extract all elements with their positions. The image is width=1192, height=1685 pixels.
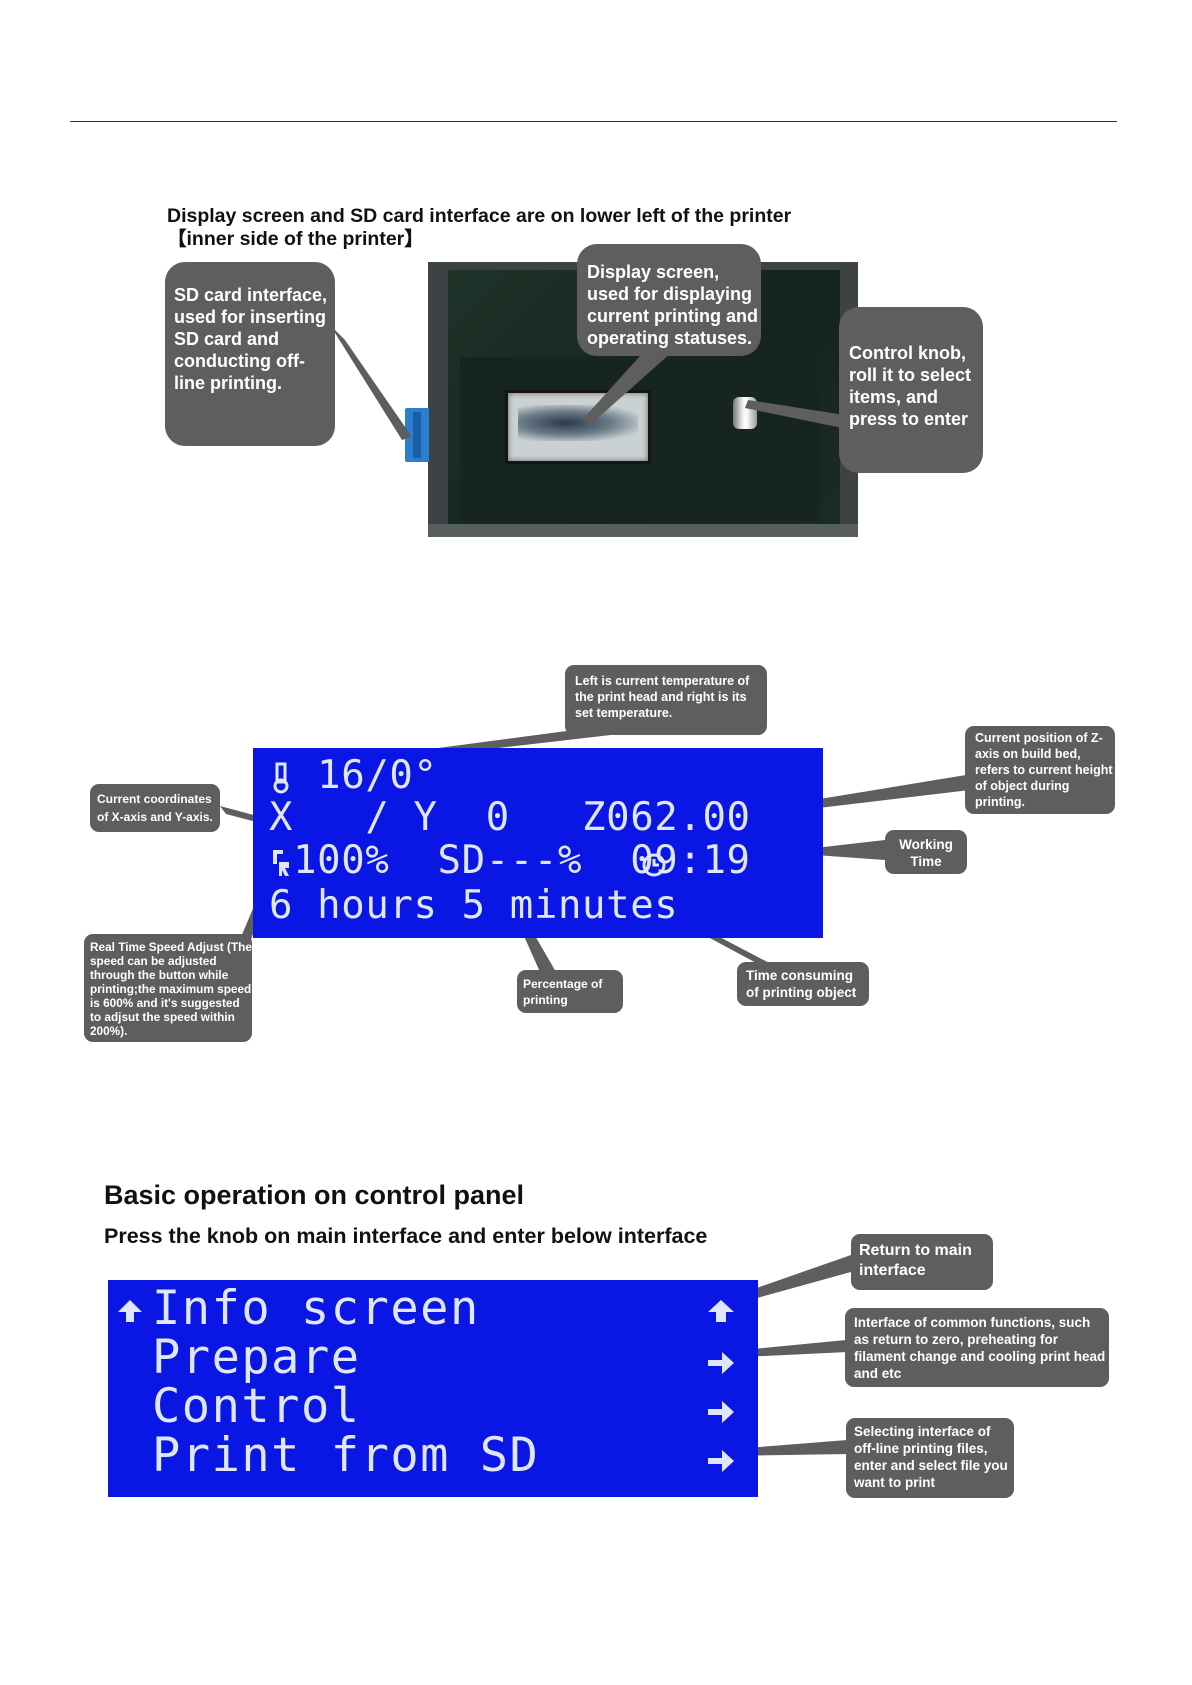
up-arrow-icon — [118, 1300, 142, 1322]
speed-factor-icon — [273, 850, 289, 876]
section1-title-line1: Display screen and SD card interface are… — [167, 205, 792, 227]
callout-sd-card: SD card interface, used for inserting SD… — [165, 262, 335, 446]
section1-title-line2: 【inner side of the printer】 — [167, 228, 424, 250]
callout-display-screen: Display screen, used for displaying curr… — [577, 244, 761, 356]
info-screen-lcd: 16/0° X / Y 0 Z062.00 100% SD---% 09:19 … — [253, 748, 823, 938]
right-arrow-icon — [708, 1401, 734, 1423]
section2-title: Basic operation on control panel — [104, 1180, 525, 1210]
lcd-status-row: 100% SD---% 09:19 — [269, 838, 751, 883]
callout-control-knob: Control knob, roll it to select items, a… — [839, 307, 983, 473]
note-return: Return to main interface — [851, 1234, 993, 1290]
note-time-consuming: Time consuming of printing object — [737, 962, 869, 1006]
note-select-file: Selecting interface of off-line printing… — [846, 1418, 1014, 1498]
menu-item-prepare[interactable]: Prepare — [152, 1330, 361, 1385]
section1-title: Display screen and SD card interface are… — [167, 205, 791, 251]
note-percentage: Percentage of printing progress. — [517, 970, 623, 1023]
note-speed-adjust: Real Time Speed Adjust (The speed can be… — [84, 934, 252, 1042]
printer-frame-bottom — [428, 524, 858, 537]
note-z-axis: Current position of Z-axis on build bed,… — [965, 726, 1115, 814]
note-common-functions: Interface of common functions, such as r… — [845, 1308, 1109, 1387]
right-arrow-icon — [708, 1352, 734, 1374]
sd-card-edge — [413, 412, 421, 458]
menu-item-info-screen[interactable]: Info screen — [152, 1281, 480, 1336]
menu-item-control[interactable]: Control — [152, 1379, 361, 1434]
note-coordinates: Current coordinates of X-axis and Y-axis… — [90, 784, 220, 832]
clock-icon — [642, 853, 666, 877]
menu-item-print-from-sd[interactable]: Print from SD — [152, 1428, 540, 1483]
thermometer-icon — [273, 762, 289, 794]
lcd-temperature-row: 16/0° — [269, 753, 438, 798]
section2-subtitle: Press the knob on main interface and ent… — [104, 1224, 708, 1248]
lcd-time-row: 6 hours 5 minutes — [269, 883, 679, 928]
note-temperature: Left is current temperature of the print… — [565, 665, 767, 735]
return-arrow-icon — [708, 1300, 734, 1322]
display-screen-photo — [505, 390, 651, 464]
note-working-time: Working Time — [885, 830, 967, 874]
right-arrow-icon — [708, 1450, 734, 1472]
lcd-coordinates-row: X / Y 0 Z062.00 — [269, 795, 751, 840]
menu-lcd: Info screen Prepare Control Print from S… — [108, 1280, 758, 1497]
header-rule — [70, 121, 1117, 122]
